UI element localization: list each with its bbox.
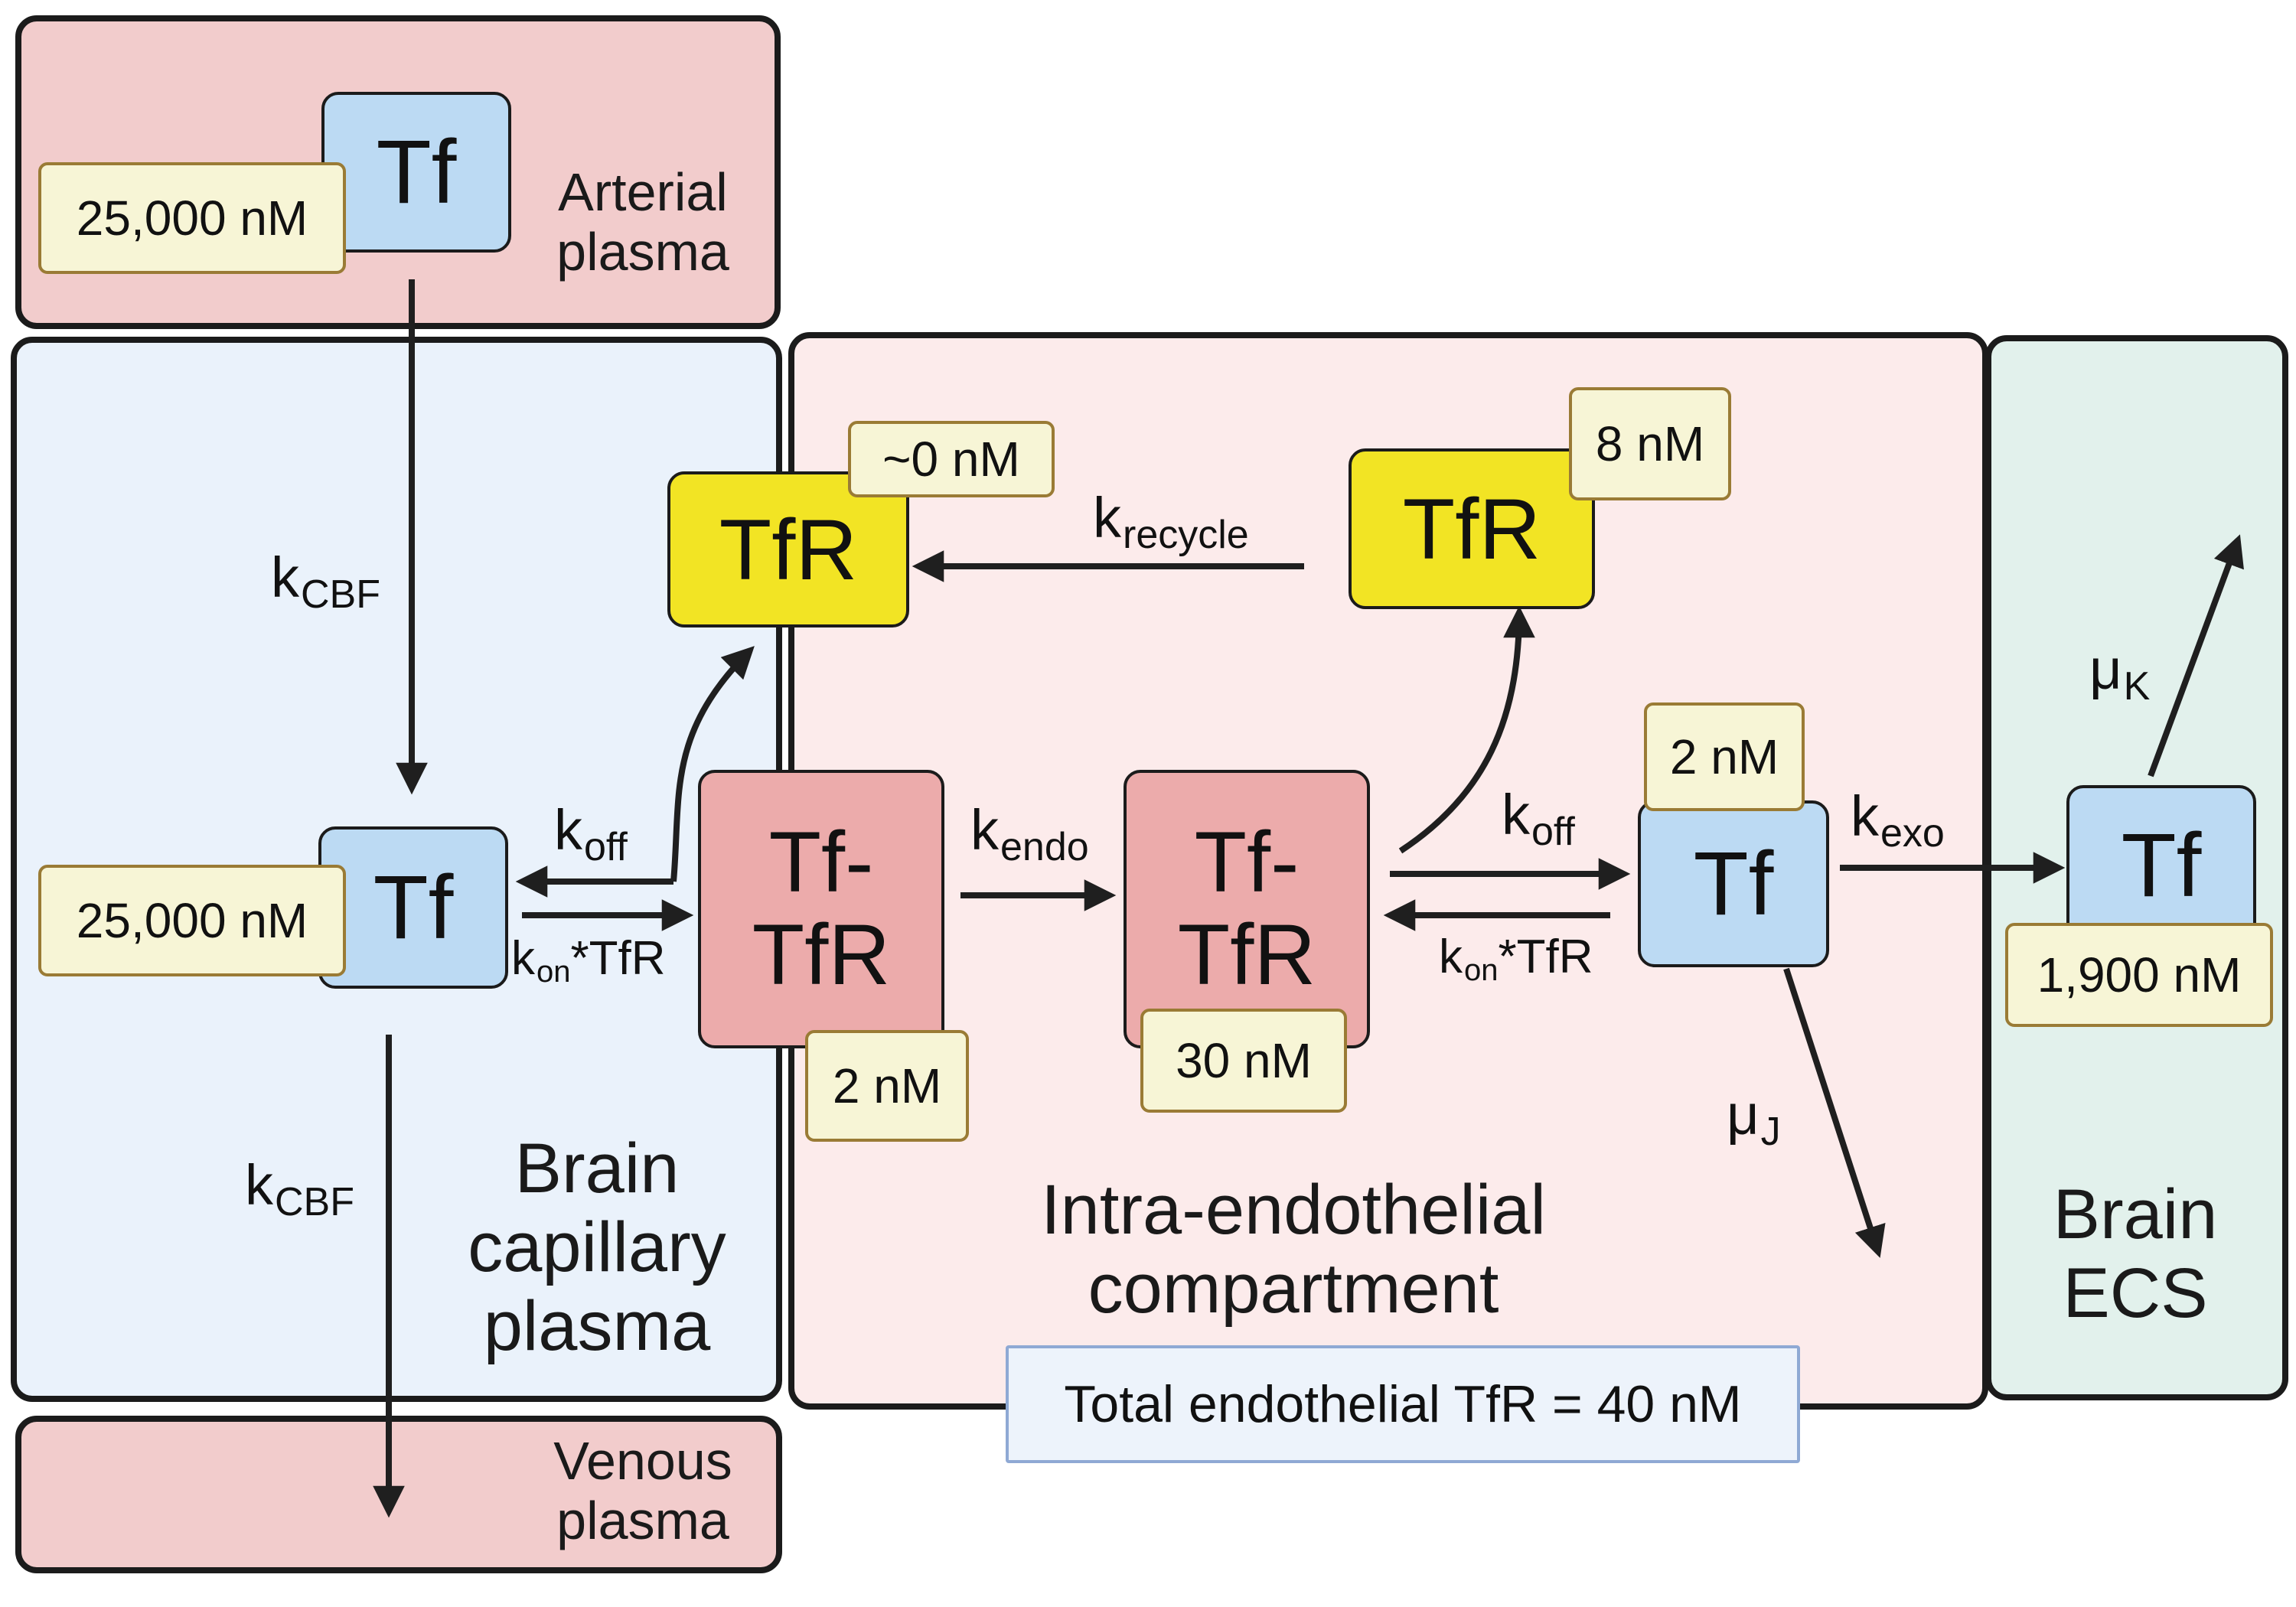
rate-koff-left: koff (554, 798, 628, 869)
brain-ecs-label: Brain ECS (2053, 1175, 2218, 1333)
rate-kendo: kendo (970, 798, 1089, 869)
tf-capillary-box: Tf (318, 826, 508, 989)
tf-endothelial-box: Tf (1638, 800, 1829, 967)
tf-capillary-concentration: 25,000 nM (38, 865, 346, 976)
total-endothelial-tfr-note: Total endothelial TfR = 40 nM (1006, 1345, 1800, 1463)
intra-endothelial-compartment-label: Intra-endothelial compartment (1041, 1171, 1546, 1328)
tfr-luminal-concentration: ~0 nM (848, 421, 1055, 497)
tfr-recycled-box: TfR (1349, 448, 1595, 609)
rate-kcbf-bottom: kCBF (245, 1153, 354, 1224)
rate-kcbf-top: kCBF (271, 546, 380, 617)
tf-arterial-concentration: 25,000 nM (38, 162, 346, 274)
rate-kexo: kexo (1851, 784, 1945, 856)
tf-tfr-complex-luminal-concentration: 2 nM (805, 1030, 969, 1142)
tf-ecs-concentration: 1,900 nM (2005, 923, 2273, 1027)
arrow-tfr-release-right (1398, 605, 1535, 854)
rate-kon-left: kon*TfR (511, 932, 666, 989)
brain-capillary-plasma-label: Brain capillary plasma (468, 1129, 726, 1366)
rate-mu-j: μJ (1727, 1083, 1781, 1154)
tf-arterial-box: Tf (321, 92, 511, 253)
tf-tfr-complex-internal-concentration: 30 nM (1140, 1009, 1347, 1113)
arrow-tfr-release-left (670, 646, 755, 882)
tfr-recycled-concentration: 8 nM (1569, 387, 1731, 500)
rate-koff-right: koff (1502, 783, 1575, 854)
tf-ecs-box: Tf (2066, 785, 2256, 946)
venous-plasma-label: Venous plasma (553, 1431, 732, 1551)
arrow-muk (2148, 534, 2244, 777)
rate-mu-k: μK (2089, 637, 2151, 709)
tf-tfr-complex-internal-box: Tf- TfR (1124, 770, 1370, 1048)
tf-endothelial-concentration: 2 nM (1644, 702, 1805, 811)
rate-kon-right: kon*TfR (1439, 931, 1593, 987)
tf-tfr-complex-luminal-box: Tf- TfR (698, 770, 944, 1048)
rate-krecycle: krecycle (1093, 486, 1249, 557)
arrow-muj (1783, 967, 1886, 1258)
tfr-luminal-box: TfR (667, 471, 909, 627)
arterial-plasma-label: Arterial plasma (556, 162, 729, 282)
